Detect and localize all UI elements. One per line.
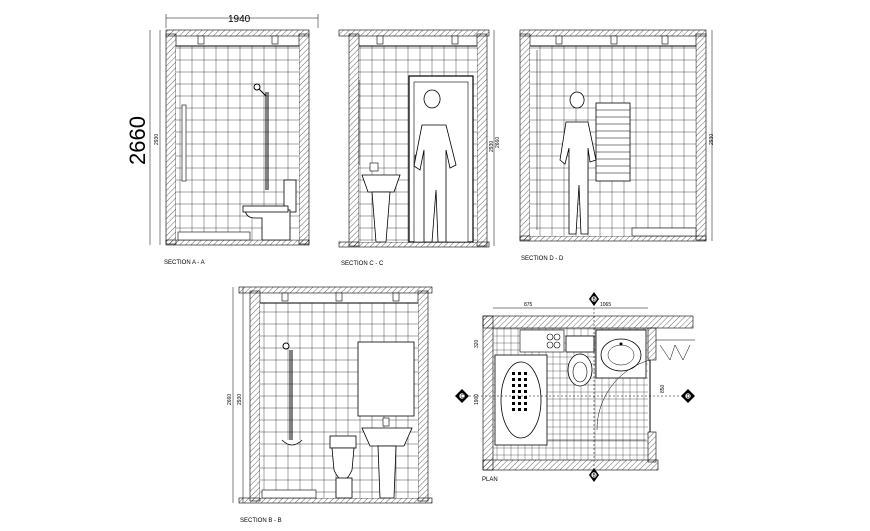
section-b-b: 2660 2930 SECTION B - B [227,286,433,524]
dim-plan-1900: 1900 [474,394,480,405]
wall-right [298,33,310,245]
marker-d-right: D [681,389,695,403]
dim-height-2930: 2930 [154,134,160,145]
svg-text:C: C [461,394,465,400]
section-d-d: 2930 SECTION D - D [519,29,715,262]
svg-text:B: B [593,473,597,479]
svg-text:D: D [687,394,691,400]
plan-view: B B C D 875 1065 320 1900 850 PLAN [455,292,695,483]
label-section-a: SECTION A - A [164,260,205,266]
label-section-b: SECTION B - B [240,518,282,524]
dim-overall-width: 1940 [228,14,251,25]
dim-plan-320: 320 [474,339,480,348]
dim-c-2930: 2930 [489,141,495,152]
dim-d-2930: 2930 [709,134,715,145]
marker-c-left: C [455,389,469,403]
dim-overall-height: 2660 [125,116,150,165]
wall-left [165,33,177,245]
label-section-c: SECTION C - C [341,261,384,267]
marker-b-bottom: B [589,468,599,482]
dim-b-2930: 2930 [237,394,243,405]
marker-b-top: B [589,292,599,306]
section-c-c: 2930 2660 SECTION C - C [338,29,501,267]
dim-plan-875: 875 [524,302,533,308]
label-section-d: SECTION D - D [521,256,564,262]
section-a-a: 1940 2930 2660 SECTION A - A [125,14,319,266]
dim-b-2660: 2660 [227,394,233,405]
label-plan: PLAN [482,477,498,483]
floor-slab [165,239,310,246]
svg-text:B: B [593,297,597,303]
dim-c-2660: 2660 [495,137,501,148]
ceiling-slab [165,29,310,37]
dim-plan-1065: 1065 [600,302,611,308]
dim-plan-850: 850 [660,384,666,393]
